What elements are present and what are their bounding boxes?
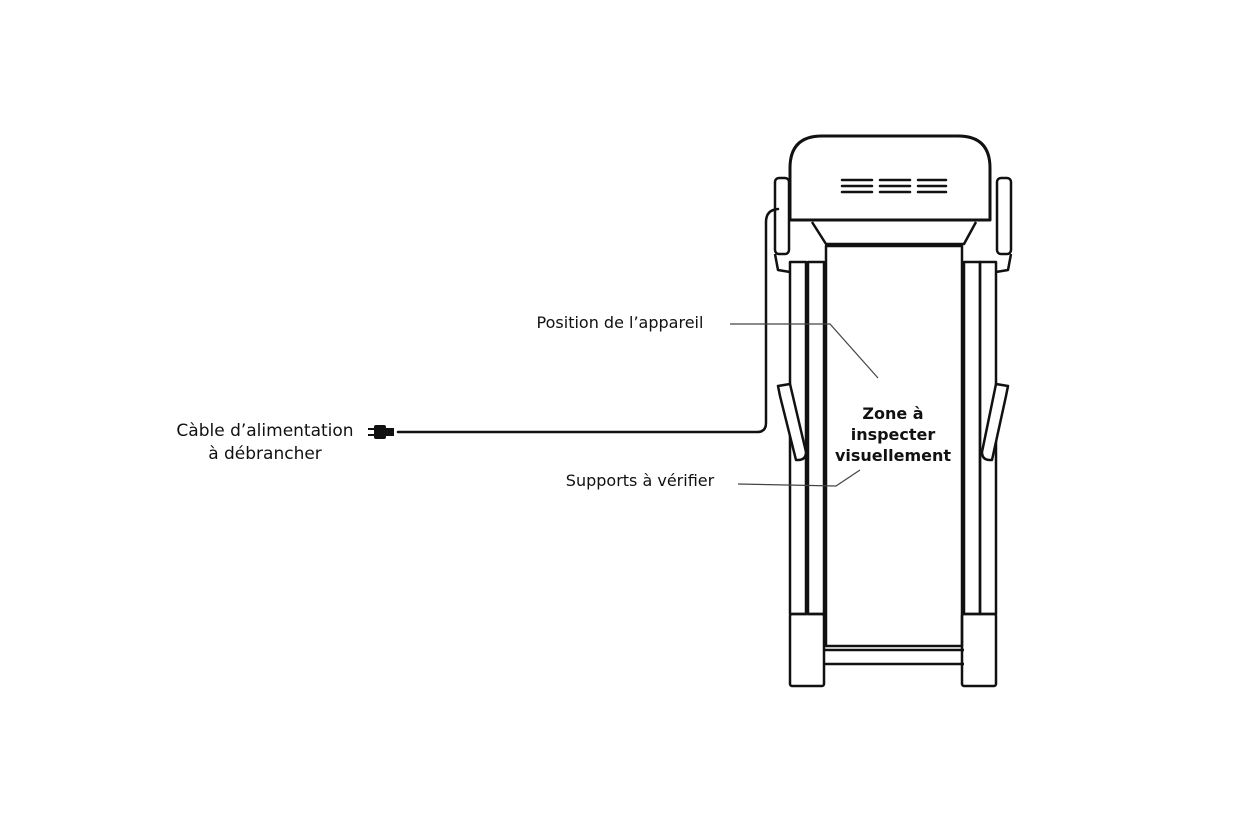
position-leader: [730, 323, 879, 379]
supports-label: Supports à vérifier: [565, 471, 715, 490]
power-cable: [396, 207, 780, 434]
vent-slots-icon: [840, 178, 948, 194]
zone-label-line1: Zone à: [862, 404, 924, 423]
supports-leader: [737, 469, 861, 487]
zone-label-line3: visuellement: [834, 446, 952, 465]
console-neck: [810, 221, 978, 246]
leader-lines: [730, 323, 879, 487]
handles: [776, 382, 1010, 462]
plug-icon: [368, 425, 394, 439]
cable-label-line2: à débrancher: [208, 444, 322, 464]
cable-label: Càble d’alimentation à débrancher: [160, 420, 370, 466]
zone-label-line2: inspecter: [850, 425, 936, 444]
inspection-zone-label: Zone à inspecter visuellement: [828, 403, 958, 466]
right-frame: [960, 176, 1013, 688]
position-label: Position de l’appareil: [536, 313, 704, 332]
cable-label-line1: Càble d’alimentation: [176, 421, 354, 441]
running-deck: [824, 244, 964, 666]
console-head: [788, 134, 992, 222]
